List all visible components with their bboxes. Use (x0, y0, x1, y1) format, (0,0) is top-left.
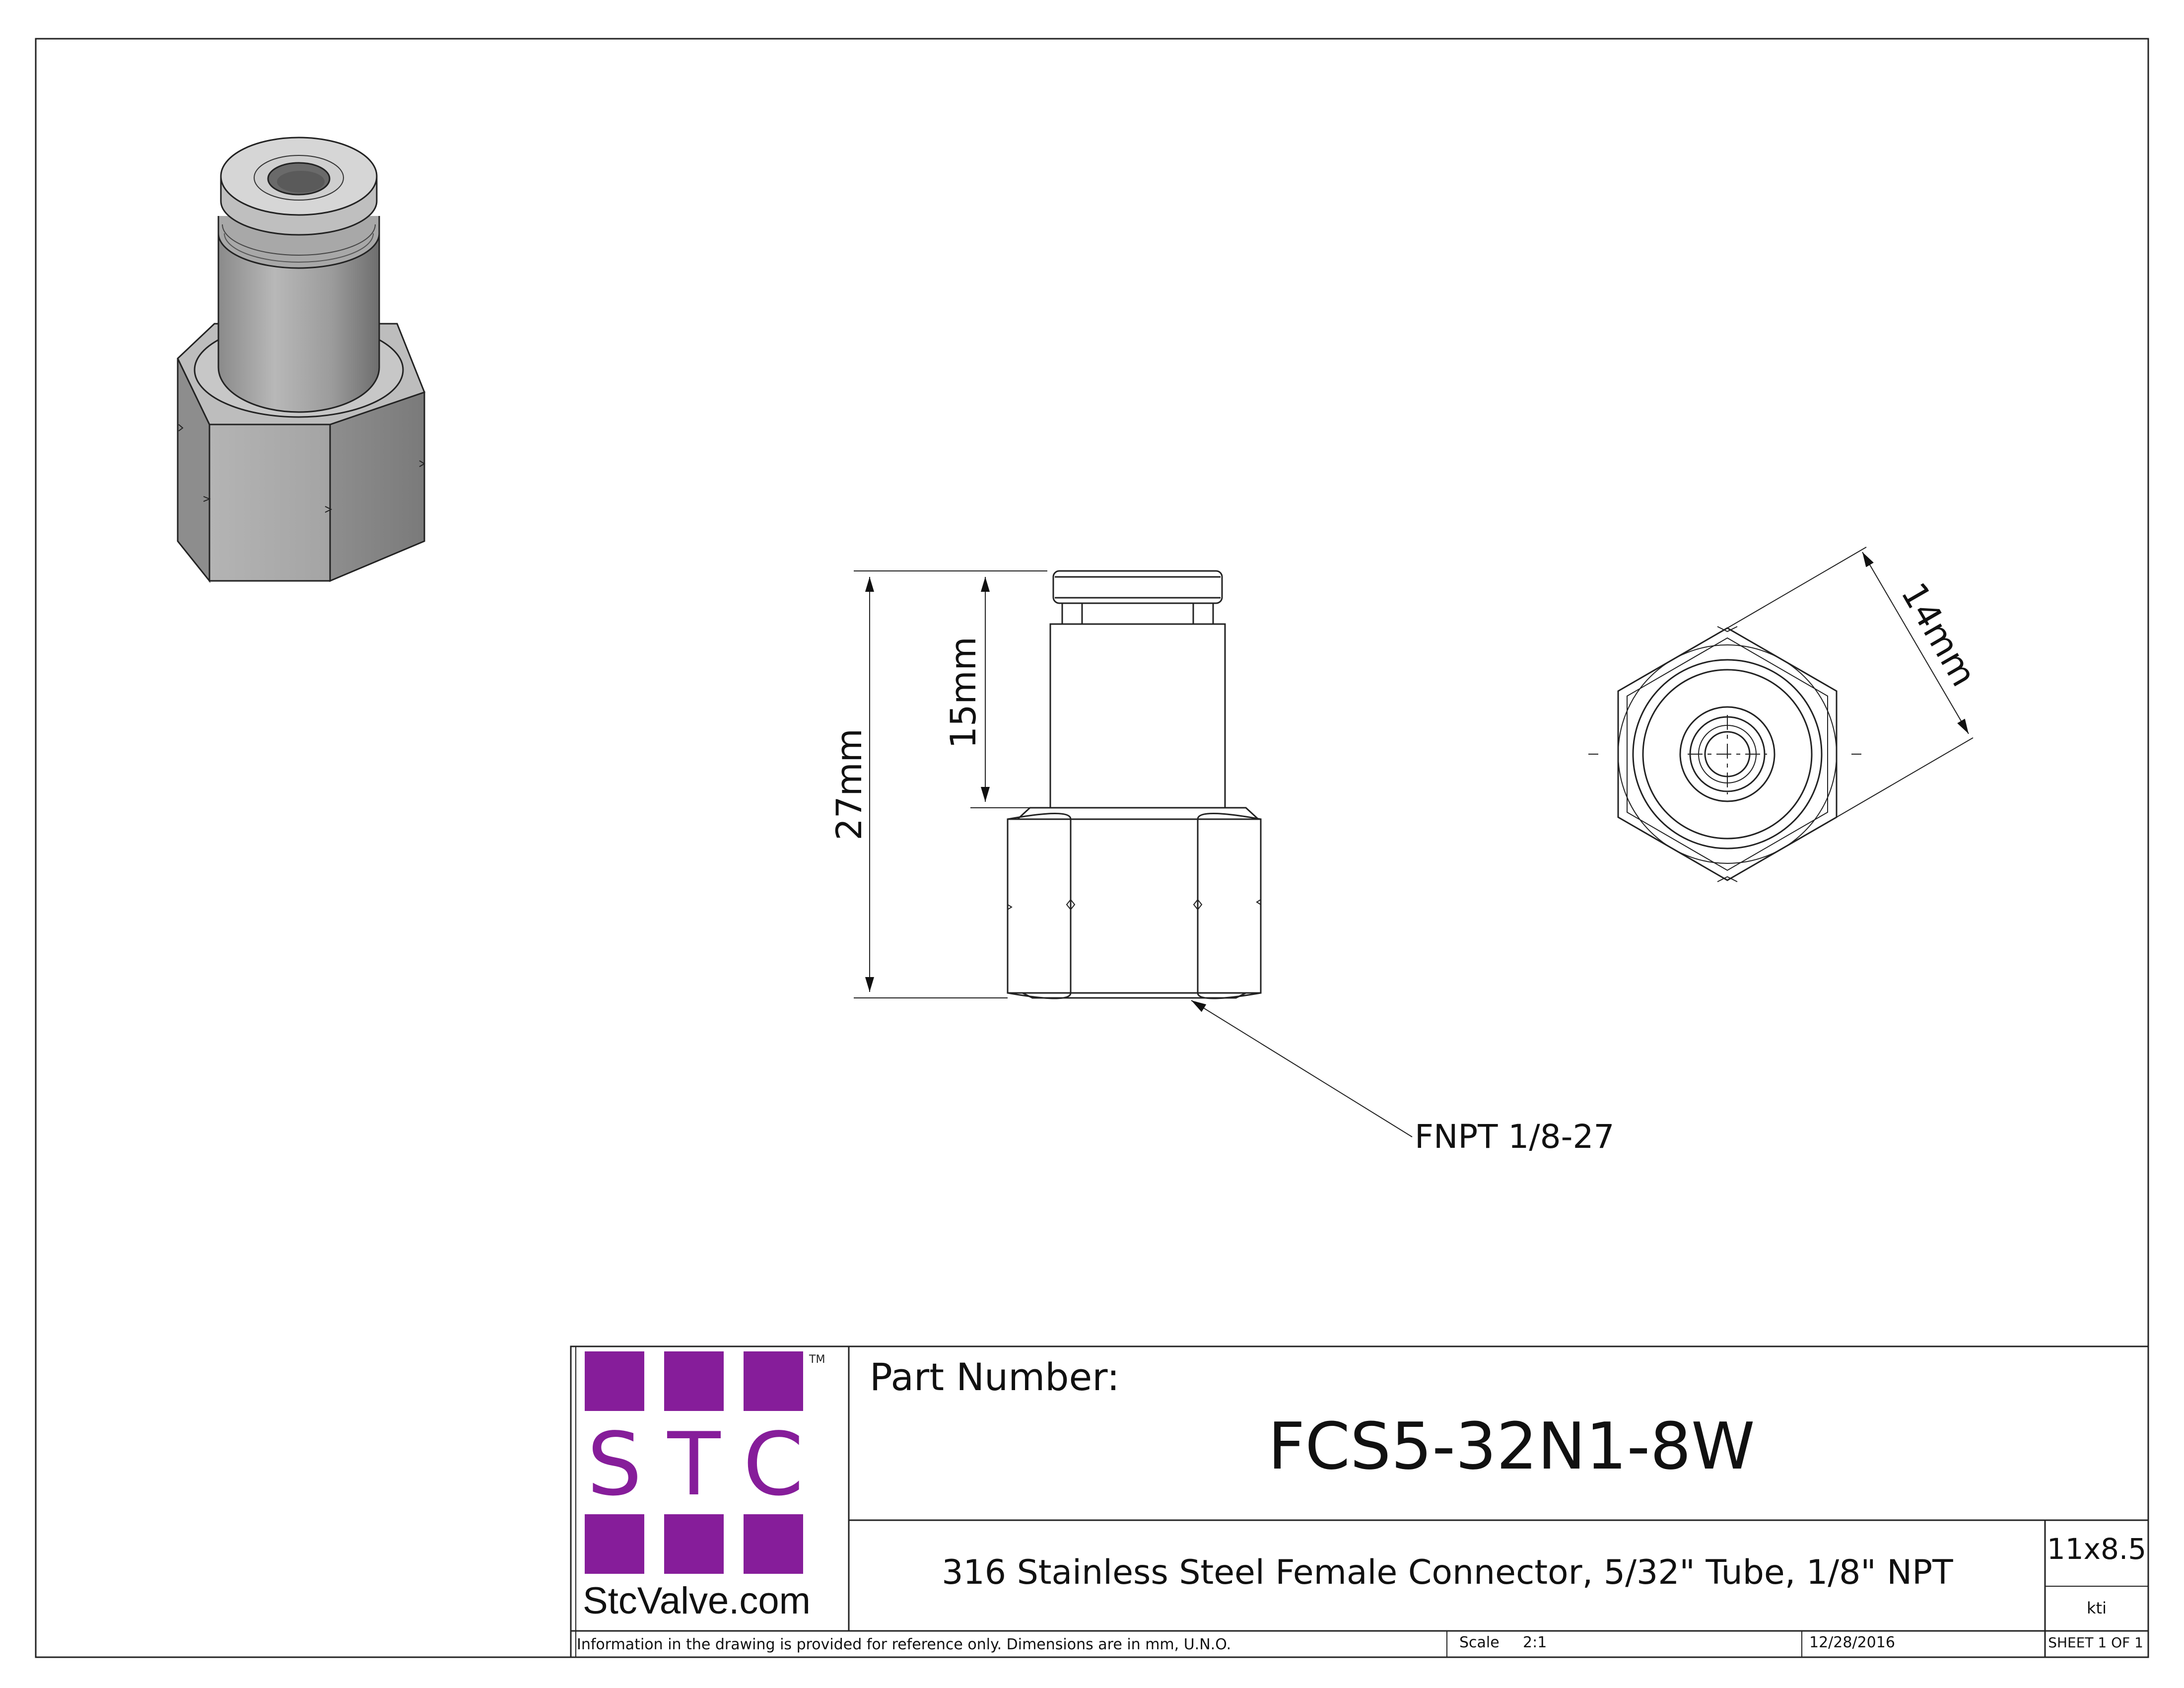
part-description: 316 Stainless Steel Female Connector, 5/… (942, 1553, 1953, 1592)
dim-27mm-label: 27mm (829, 728, 870, 840)
front-view (1007, 570, 1262, 999)
thread-callout: FNPT 1/8-27 (1415, 1118, 1614, 1156)
drawing-date: 12/28/2016 (1809, 1634, 1895, 1651)
front-dimensions (854, 570, 1413, 1137)
scale-value: 2:1 (1523, 1634, 1547, 1651)
dim-14mm-label: 14mm (1893, 576, 1984, 693)
logo-square (664, 1351, 724, 1411)
disclaimer: Information in the drawing is provided f… (577, 1636, 1231, 1653)
end-dimensions (1727, 547, 1974, 818)
title-block (570, 1345, 2149, 1658)
website-label: StcValve.com (583, 1580, 811, 1622)
logo-letter-c: C (743, 1414, 804, 1515)
end-view (1588, 626, 1866, 882)
logo-letter-t: T (667, 1414, 721, 1515)
sheet-number: SHEET 1 OF 1 (2048, 1634, 2143, 1651)
sheet-size: 11x8.5 (2047, 1532, 2146, 1566)
dim-15mm-label: 15mm (943, 636, 984, 748)
drawn-by: kti (2087, 1599, 2107, 1618)
logo-trademark: TM (809, 1353, 825, 1366)
part-number-label: Part Number: (870, 1355, 1120, 1399)
isometric-view (177, 137, 425, 583)
logo-square (744, 1514, 803, 1574)
logo-square (664, 1514, 724, 1574)
logo-square (585, 1351, 644, 1411)
logo-square (585, 1514, 644, 1574)
logo-square (744, 1351, 803, 1411)
part-number: FCS5-32N1-8W (1268, 1408, 1755, 1484)
logo-letter-s: S (587, 1414, 642, 1515)
stc-logo: S T C TM StcValve.com (583, 1351, 825, 1622)
scale-label: Scale (1459, 1634, 1500, 1651)
